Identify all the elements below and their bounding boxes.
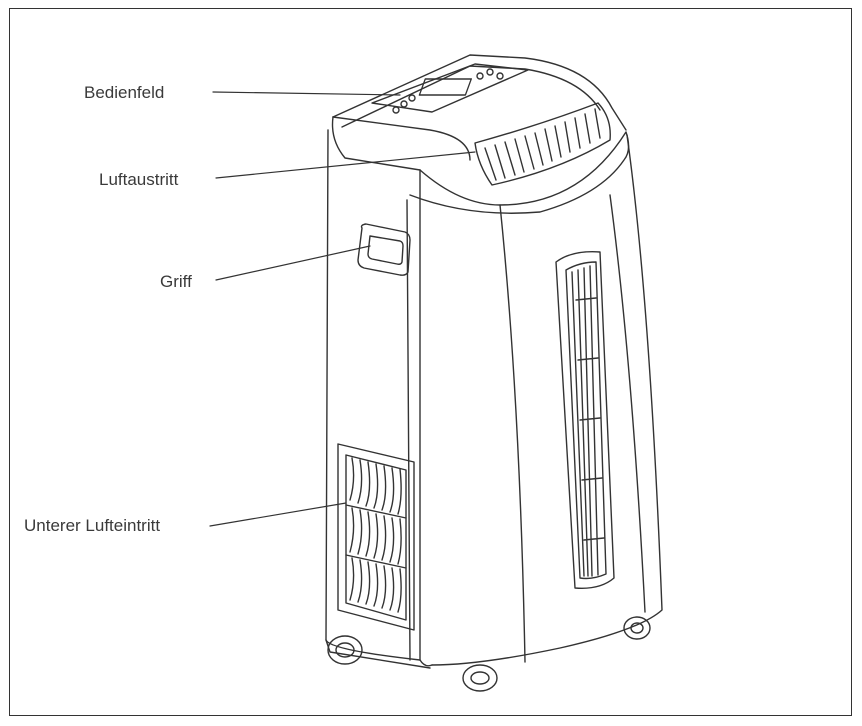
wheels — [327, 616, 651, 692]
wheel — [462, 664, 498, 692]
lower-air-inlet-drawing — [337, 443, 415, 631]
panel-button — [476, 72, 484, 80]
diagram-frame — [9, 8, 852, 716]
label-control-panel: Bedienfeld — [84, 83, 165, 102]
label-air-outlet: Luftaustritt — [99, 170, 179, 189]
leader-lines — [209, 91, 476, 527]
panel-button — [392, 106, 400, 114]
wheel — [327, 635, 363, 665]
panel-button — [408, 94, 416, 102]
panel-button — [486, 68, 494, 76]
leader-handle — [215, 245, 371, 281]
wheel — [623, 616, 651, 640]
display-window — [418, 78, 472, 96]
label-handle: Griff — [160, 272, 192, 291]
leader-lower-air-inlet — [209, 502, 347, 527]
air-outlet-grille — [474, 102, 611, 186]
handle-drawing — [357, 223, 411, 276]
leader-control-panel — [212, 91, 401, 96]
leader-air-outlet — [215, 151, 476, 179]
side-vent-drawing — [555, 251, 615, 589]
panel-button — [400, 100, 408, 108]
control-panel-drawing — [371, 63, 529, 114]
panel-button — [496, 72, 504, 80]
unit-body — [325, 129, 663, 669]
label-lower-air-inlet: Unterer Lufteintritt — [24, 516, 161, 535]
